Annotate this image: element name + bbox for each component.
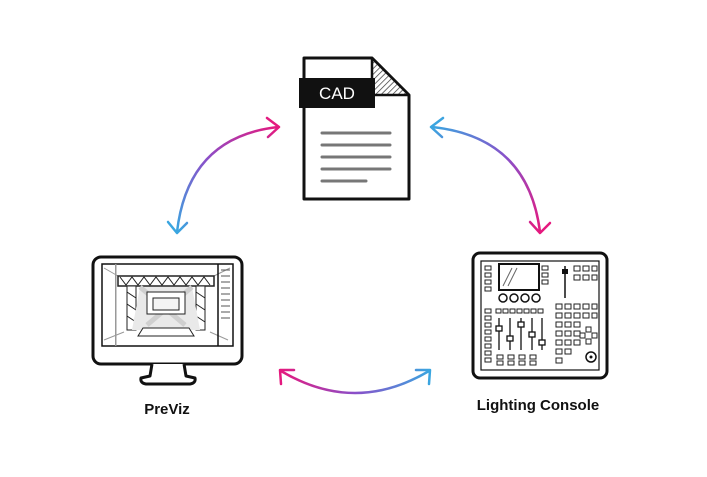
stage-scene <box>103 264 231 346</box>
arrowhead-console-end <box>414 368 432 386</box>
arrow-previz-console <box>278 368 432 395</box>
lighting-console-label: Lighting Console <box>476 397 600 414</box>
cad-tag-label: CAD <box>319 84 355 103</box>
arrowhead-previz-end <box>278 368 296 386</box>
lighting-console-icon <box>471 251 609 380</box>
arrowhead-cad-end <box>429 116 445 139</box>
side-panel <box>217 264 230 346</box>
arrowhead-console-end <box>528 220 552 235</box>
monitor-previz-icon <box>91 255 244 386</box>
arrowhead-previz-end <box>166 220 189 235</box>
previz-label: PreViz <box>144 401 190 418</box>
arrow-cad-console <box>429 116 552 235</box>
document-text-lines <box>320 131 392 183</box>
cad-tag-background <box>299 78 375 108</box>
arrowhead-cad-end <box>265 116 281 139</box>
cad-document-icon: CAD <box>299 56 411 201</box>
arrow-cad-previz <box>166 116 281 235</box>
